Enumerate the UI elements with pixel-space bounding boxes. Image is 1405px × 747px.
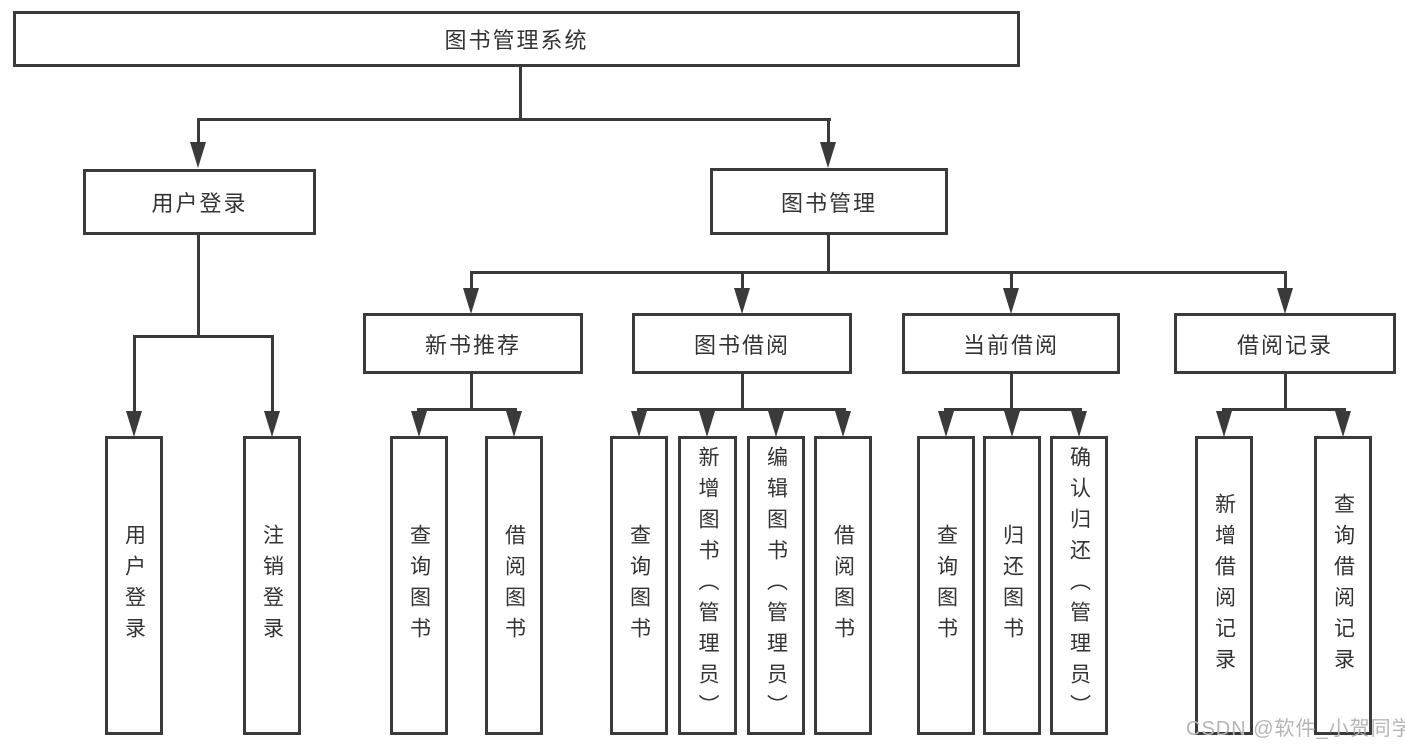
leaf-confirm-return-admin: 确认归还（管理员） — [1050, 436, 1108, 735]
leaf-label: 查询借阅记录 — [1331, 492, 1355, 679]
connector-line — [1284, 373, 1287, 410]
connector-line — [197, 118, 200, 144]
node-label: 图书管理系统 — [444, 28, 589, 53]
node-library-management-system: 图书管理系统 — [13, 11, 1020, 67]
leaf-add-books-admin: 新增图书（管理员） — [678, 436, 737, 735]
leaf-label: 查询图书 — [934, 523, 958, 648]
leaf-query-books-current: 查询图书 — [917, 436, 975, 735]
node-label: 用户登录 — [151, 191, 248, 216]
arrowhead-down-icon — [1216, 411, 1232, 437]
leaf-label: 查询图书 — [407, 523, 431, 648]
node-current-borrowing: 当前借阅 — [902, 313, 1120, 374]
connector-line — [827, 234, 830, 273]
arrowhead-down-icon — [1071, 411, 1087, 437]
leaf-label: 确认归还（管理员） — [1067, 446, 1091, 725]
leaf-borrow-books: 借阅图书 — [814, 436, 872, 735]
connector-line — [470, 373, 473, 410]
leaf-logout-login: 注销登录 — [243, 436, 301, 735]
arrowhead-down-icon — [1004, 411, 1020, 437]
connector-line — [741, 271, 744, 290]
connector-line — [1222, 408, 1346, 411]
connector-line — [637, 408, 846, 411]
connector-line — [197, 118, 831, 121]
leaf-query-borrow-record: 查询借阅记录 — [1314, 436, 1372, 735]
arrowhead-down-icon — [506, 411, 522, 437]
leaf-label: 用户登录 — [122, 523, 146, 648]
node-borrowing-records: 借阅记录 — [1174, 313, 1396, 374]
leaf-user-login: 用户登录 — [105, 436, 163, 735]
node-user-login: 用户登录 — [83, 169, 316, 235]
arrowhead-down-icon — [411, 411, 427, 437]
node-label: 借阅记录 — [1236, 332, 1333, 358]
connector-line — [417, 408, 517, 411]
connector-line — [944, 408, 1082, 411]
arrowhead-down-icon — [699, 411, 715, 437]
connector-line — [1010, 373, 1013, 410]
leaf-query-books-borrow: 查询图书 — [610, 436, 668, 735]
leaf-label: 查询图书 — [627, 523, 651, 648]
leaf-label: 编辑图书（管理员） — [764, 446, 788, 725]
connector-line — [197, 234, 200, 337]
leaf-add-borrow-record: 新增借阅记录 — [1195, 436, 1253, 735]
leaf-label: 新增借阅记录 — [1212, 492, 1236, 679]
arrowhead-down-icon — [734, 288, 750, 314]
arrowhead-down-icon — [190, 142, 206, 168]
arrowhead-down-icon — [264, 411, 280, 437]
leaf-label: 新增图书（管理员） — [696, 446, 719, 725]
connector-line — [1284, 271, 1287, 290]
connector-line — [133, 335, 274, 338]
connector-line — [271, 335, 274, 413]
node-label: 图书管理 — [780, 190, 877, 216]
node-label: 当前借阅 — [962, 332, 1059, 358]
leaf-label: 归还图书 — [1000, 523, 1024, 648]
arrowhead-down-icon — [463, 288, 479, 314]
watermark: CSDN @软件_小贺同学 — [1186, 718, 1405, 740]
arrowhead-down-icon — [1335, 411, 1351, 437]
leaf-return-books: 归还图书 — [983, 436, 1041, 735]
connector-line — [470, 271, 473, 290]
arrowhead-down-icon — [768, 411, 784, 437]
arrowhead-down-icon — [126, 411, 142, 437]
arrowhead-down-icon — [1003, 288, 1019, 314]
node-label: 图书借阅 — [693, 332, 790, 358]
leaf-edit-books-admin: 编辑图书（管理员） — [747, 436, 805, 735]
node-book-management: 图书管理 — [710, 168, 948, 235]
leaf-label: 借阅图书 — [502, 523, 526, 648]
arrowhead-down-icon — [835, 411, 851, 437]
node-book-borrowing: 图书借阅 — [632, 313, 852, 374]
node-new-book-recommendation: 新书推荐 — [363, 313, 583, 374]
connector-line — [741, 373, 744, 410]
connector-line — [519, 66, 522, 120]
leaf-query-books-recommend: 查询图书 — [390, 436, 448, 735]
leaf-label: 注销登录 — [260, 523, 284, 648]
arrowhead-down-icon — [820, 142, 836, 168]
leaf-borrow-books-recommend: 借阅图书 — [485, 436, 543, 735]
connector-line — [470, 271, 1287, 274]
arrowhead-down-icon — [938, 411, 954, 437]
leaf-label: 借阅图书 — [831, 523, 855, 648]
arrowhead-down-icon — [631, 411, 647, 437]
arrowhead-down-icon — [1277, 288, 1293, 314]
node-label: 新书推荐 — [424, 332, 521, 358]
connector-line — [1010, 271, 1013, 290]
connector-line — [133, 335, 136, 413]
connector-line — [827, 118, 830, 144]
